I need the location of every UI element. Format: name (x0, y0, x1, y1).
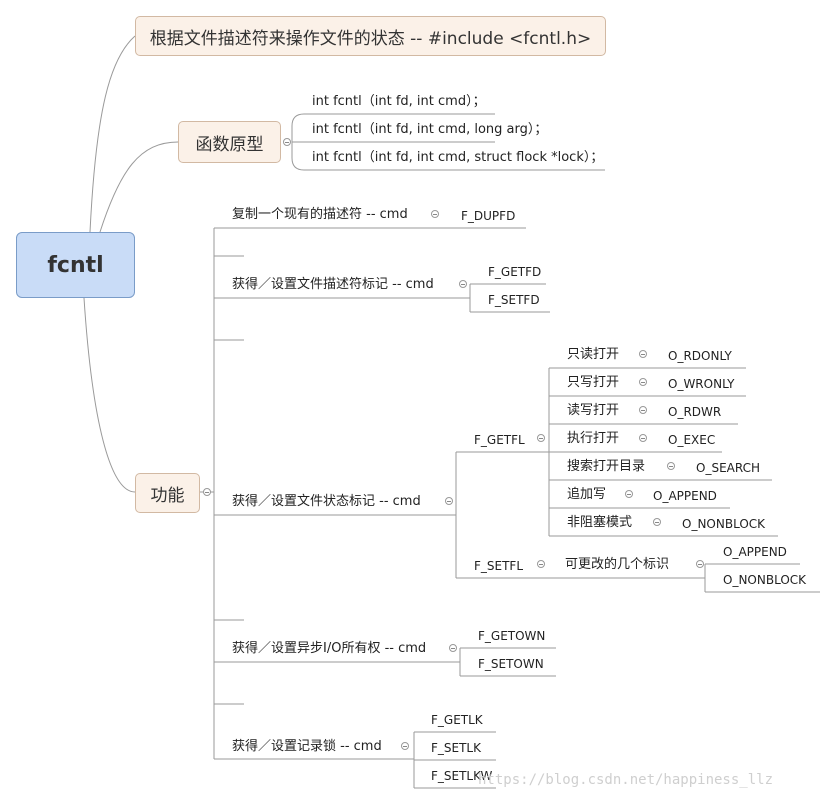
prototype-item-3[interactable]: int fcntl（int fd, int cmd, struct flock … (312, 150, 604, 165)
fl-collapse-icon[interactable] (445, 497, 453, 505)
mode-flag-7[interactable]: O_NONBLOCK (682, 517, 766, 531)
fd-child-set[interactable]: F_SETFD (488, 293, 540, 307)
dup-child[interactable]: F_DUPFD (461, 209, 516, 223)
setfl-sub-label[interactable]: 可更改的几个标识 (565, 557, 670, 572)
setfl-flag-1[interactable]: O_APPEND (723, 545, 787, 559)
mode-name-3[interactable]: 读写打开 (567, 403, 620, 418)
prototype-topic[interactable]: 函数原型 (178, 121, 281, 163)
mode-collapse-icon-4[interactable] (639, 434, 647, 442)
mode-flag-2[interactable]: O_WRONLY (668, 377, 735, 391)
function-collapse-icon[interactable] (203, 488, 211, 496)
mode-collapse-icon-2[interactable] (639, 378, 647, 386)
mode-name-7[interactable]: 非阻塞模式 (567, 515, 633, 530)
own-collapse-icon[interactable] (449, 644, 457, 652)
watermark: https://blog.csdn.net/happiness_llz (478, 772, 774, 788)
prototype-item-1[interactable]: int fcntl（int fd, int cmd）； (312, 94, 486, 109)
getfl-collapse-icon[interactable] (537, 434, 545, 442)
mode-collapse-icon-5[interactable] (667, 462, 675, 470)
own-child-set[interactable]: F_SETOWN (478, 657, 544, 671)
mode-flag-6[interactable]: O_APPEND (653, 489, 717, 503)
setfl-flag-2[interactable]: O_NONBLOCK (723, 573, 807, 587)
mode-flag-4[interactable]: O_EXEC (668, 433, 716, 447)
prototype-item-2[interactable]: int fcntl（int fd, int cmd, long arg）； (312, 122, 548, 137)
mode-name-2[interactable]: 只写打开 (567, 375, 620, 390)
header-topic[interactable]: 根据文件描述符来操作文件的状态 -- #include <fcntl.h> (135, 16, 606, 56)
dup-collapse-icon[interactable] (431, 210, 439, 218)
mode-name-6[interactable]: 追加写 (567, 487, 607, 502)
root-node-fcntl[interactable]: fcntl (16, 232, 135, 298)
prototype-collapse-icon[interactable] (283, 138, 291, 146)
mode-flag-5[interactable]: O_SEARCH (696, 461, 760, 475)
setfl-label[interactable]: F_SETFL (474, 559, 524, 573)
setfl-sub-collapse-icon[interactable] (696, 560, 704, 568)
mode-flag-3[interactable]: O_RDWR (668, 405, 722, 419)
mode-flag-1[interactable]: O_RDONLY (668, 349, 732, 363)
lk-collapse-icon[interactable] (401, 742, 409, 750)
function-topic[interactable]: 功能 (135, 473, 200, 513)
fd-child-get[interactable]: F_GETFD (488, 265, 542, 279)
setfl-collapse-icon[interactable] (537, 560, 545, 568)
fd-collapse-icon[interactable] (459, 280, 467, 288)
lk-label[interactable]: 获得／设置记录锁 -- cmd (232, 739, 382, 754)
mode-name-4[interactable]: 执行打开 (567, 431, 620, 446)
lk-child-setlkw[interactable]: F_SETLKW (431, 769, 493, 783)
lk-child-getlk[interactable]: F_GETLK (431, 713, 483, 727)
mode-collapse-icon-3[interactable] (639, 406, 647, 414)
mode-name-5[interactable]: 搜索打开目录 (567, 459, 646, 474)
own-label[interactable]: 获得／设置异步I/O所有权 -- cmd (232, 641, 427, 656)
fd-label[interactable]: 获得／设置文件描述符标记 -- cmd (232, 277, 434, 292)
mode-collapse-icon-7[interactable] (653, 518, 661, 526)
getfl-label[interactable]: F_GETFL (474, 433, 525, 447)
fl-label[interactable]: 获得／设置文件状态标记 -- cmd (232, 494, 421, 509)
own-child-get[interactable]: F_GETOWN (478, 629, 546, 643)
mode-name-1[interactable]: 只读打开 (567, 347, 620, 362)
mode-collapse-icon-1[interactable] (639, 350, 647, 358)
dup-label[interactable]: 复制一个现有的描述符 -- cmd (232, 207, 408, 222)
mode-collapse-icon-6[interactable] (625, 490, 633, 498)
lk-child-setlk[interactable]: F_SETLK (431, 741, 481, 755)
